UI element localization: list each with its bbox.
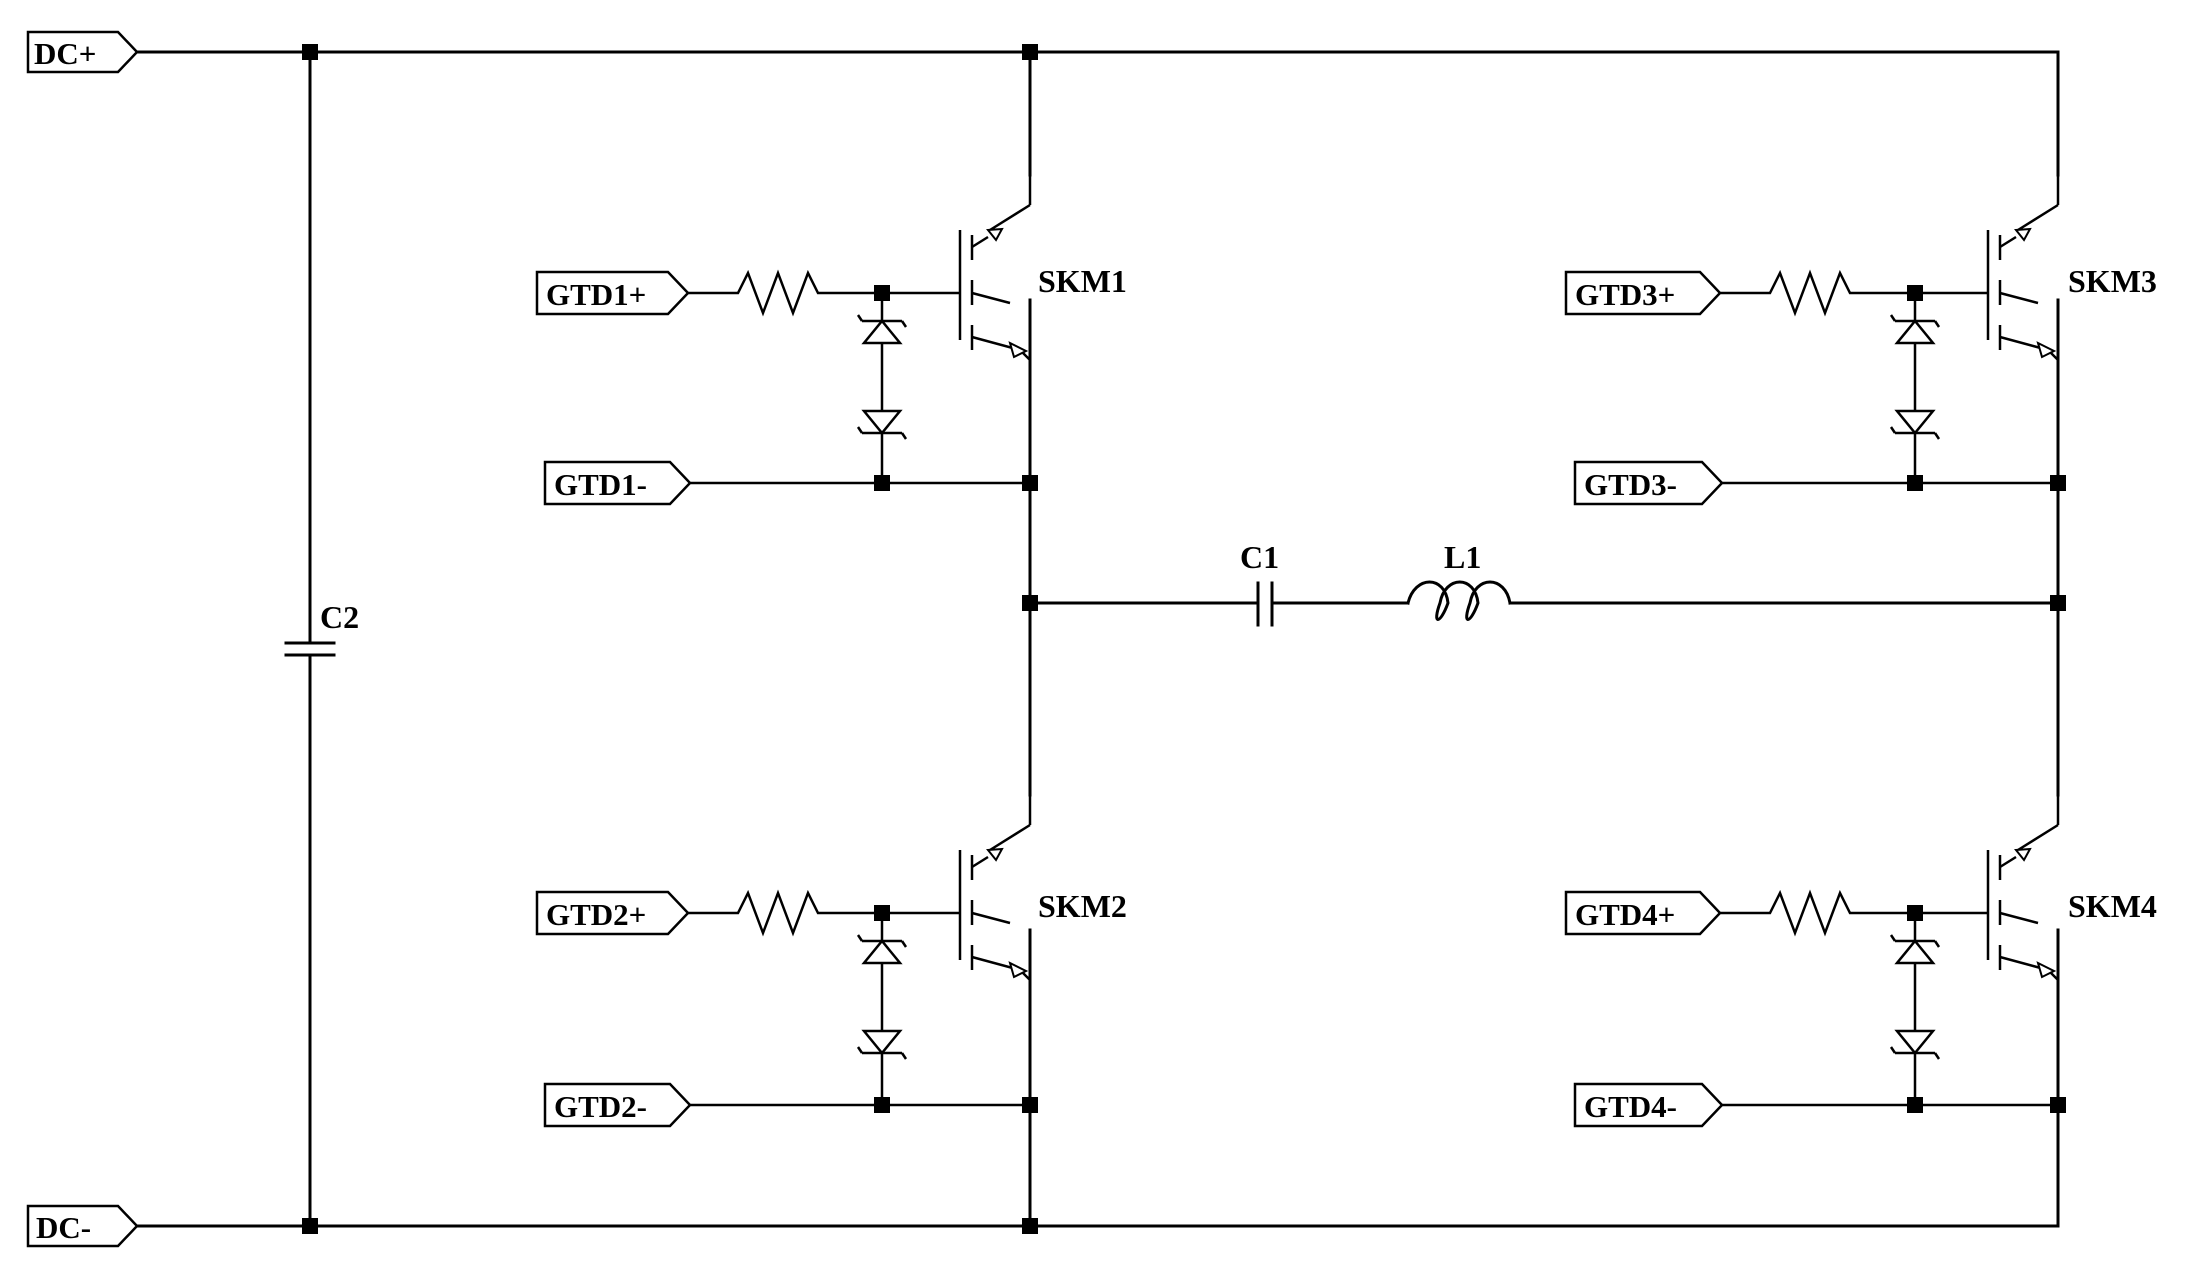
dc-minus-rail [135, 1103, 2060, 1228]
port-gtd2-minus[interactable] [543, 1082, 692, 1128]
gtd2-plus-label: GTD2+ [546, 897, 646, 932]
c1-label: C1 [1240, 539, 1279, 575]
gtd1-minus-label: GTD1- [554, 467, 647, 502]
gtd2-minus-label: GTD2- [554, 1089, 647, 1124]
igbt-skm2: SKM2 [882, 763, 1127, 982]
junction-dots [302, 44, 2066, 1234]
igbt-skm3: SKM3 [1915, 143, 2157, 362]
port-dc-minus[interactable] [26, 1204, 139, 1248]
skm4-label: SKM4 [2068, 888, 2157, 924]
resonant-tank: C1 L1 [1028, 539, 2060, 627]
port-gtd4-plus[interactable] [1564, 890, 1722, 936]
port-gtd1-plus[interactable] [535, 270, 690, 316]
dc-ports: DC+ DC- [26, 30, 139, 1248]
gtd1-plus-label: GTD1+ [546, 277, 646, 312]
gtd3-minus-label: GTD3- [1584, 467, 1677, 502]
skm1-label: SKM1 [1038, 263, 1127, 299]
port-gtd4-minus[interactable] [1573, 1082, 1724, 1128]
gate-driver-gtd4: GTD4+ GTD4- [1564, 890, 2058, 1128]
igbt-skm1: SKM1 [882, 143, 1127, 362]
gtd4-minus-label: GTD4- [1584, 1089, 1677, 1124]
gtd4-plus-label: GTD4+ [1575, 897, 1675, 932]
c2-label: C2 [320, 599, 359, 635]
port-dc-plus[interactable] [26, 30, 139, 74]
l1-label: L1 [1444, 539, 1481, 575]
port-gtd3-plus[interactable] [1564, 270, 1722, 316]
capacitor-c2: C2 [284, 50, 359, 1228]
dc-plus-rail [135, 50, 2060, 177]
skm2-label: SKM2 [1038, 888, 1127, 924]
gate-driver-gtd2: GTD2+ GTD2- [535, 890, 1030, 1128]
dc-plus-label: DC+ [34, 36, 96, 71]
gate-driver-gtd1: GTD1+ GTD1- [535, 270, 1030, 506]
igbt-skm4: SKM4 [1915, 763, 2157, 982]
port-gtd3-minus[interactable] [1573, 460, 1724, 506]
dc-minus-label: DC- [36, 1210, 91, 1245]
skm3-label: SKM3 [2068, 263, 2157, 299]
gtd3-plus-label: GTD3+ [1575, 277, 1675, 312]
port-gtd1-minus[interactable] [543, 460, 692, 506]
gate-driver-gtd3: GTD3+ GTD3- [1564, 270, 2058, 506]
port-gtd2-plus[interactable] [535, 890, 690, 936]
